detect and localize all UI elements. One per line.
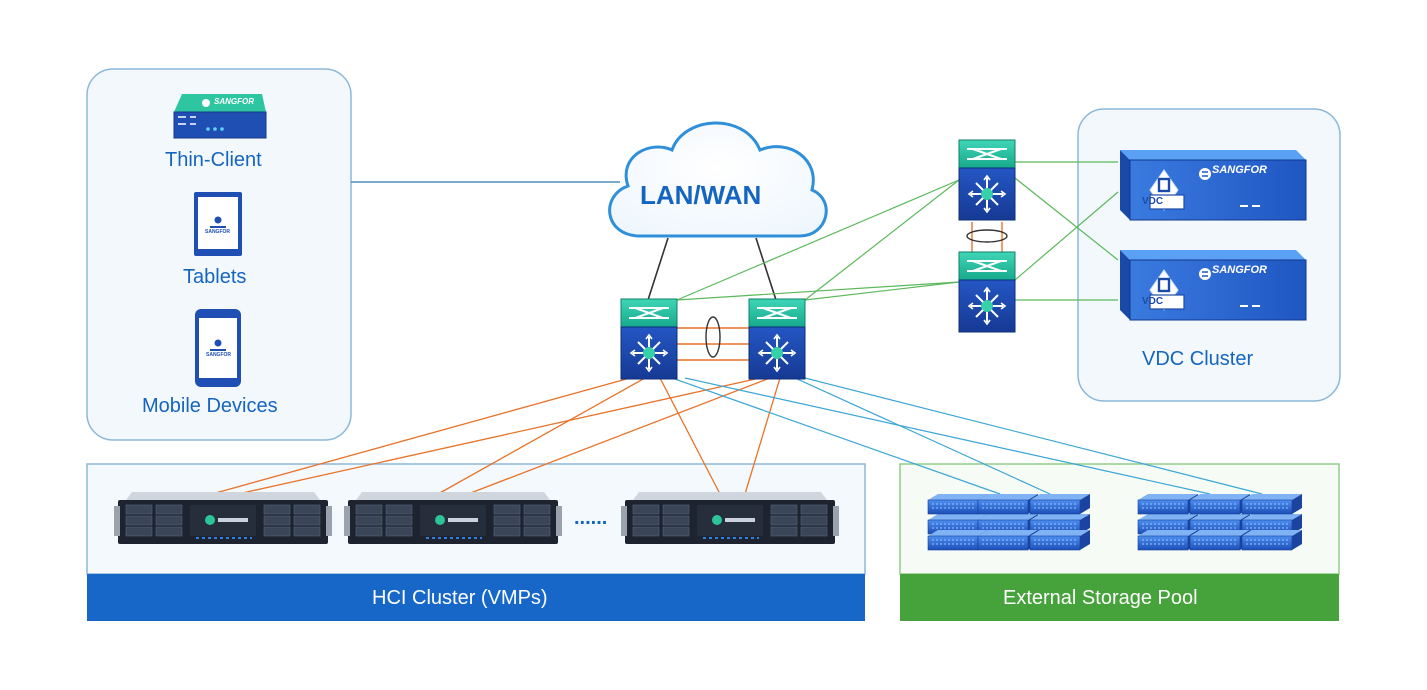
tablets-label: Tablets (183, 266, 247, 288)
orange-links (211, 377, 781, 495)
tablet-icon (194, 192, 242, 256)
hci-cluster-label: HCI Cluster (VMPs) (372, 587, 548, 609)
vdc-bottom-brand: SANGFOR (1212, 264, 1267, 276)
vdc-top-badge: VDC (1142, 196, 1164, 207)
storage-label-bar (900, 574, 1339, 621)
rack-server-1-icon (113, 491, 333, 545)
green-links (676, 161, 1119, 301)
rack-server-3-icon (620, 491, 840, 545)
storage-pool-label: External Storage Pool (1003, 587, 1198, 609)
storage-array-2-icon (1137, 493, 1303, 551)
agg-switch-bottom-icon (958, 251, 1016, 333)
mobile-devices-label: Mobile Devices (142, 395, 278, 417)
core-switch-left-icon (620, 298, 678, 380)
agg-interlink (971, 222, 1003, 252)
core-switch-right-icon (748, 298, 806, 380)
agg-switch-top-icon (958, 139, 1016, 221)
link-cloud-switch-right (755, 237, 777, 301)
agg-lag-ring (966, 229, 1008, 243)
vdc-top-brand: SANGFOR (1212, 164, 1267, 176)
vdc-appliance-bottom-icon (1118, 248, 1308, 322)
core-interlink (677, 327, 749, 361)
cloud-icon (608, 121, 828, 238)
rack-server-2-icon (343, 491, 563, 545)
vdc-cluster-label: VDC Cluster (1142, 348, 1254, 370)
vdc-bottom-badge: VDC (1142, 296, 1164, 307)
tablet-brand: SANGFOR (205, 229, 230, 235)
thin-client-brand: SANGFOR (214, 97, 254, 106)
cloud-label: LAN/WAN (640, 180, 762, 210)
storage-array-1-icon (927, 493, 1091, 551)
vdc-appliance-top-icon (1118, 148, 1308, 222)
core-lag-ring (705, 316, 721, 358)
mobile-icon (195, 309, 241, 387)
link-cloud-switch-left (647, 237, 669, 301)
hci-ellipsis: ...... (574, 507, 608, 529)
hci-label-bar (87, 574, 865, 621)
thin-client-label: Thin-Client (165, 149, 262, 171)
thin-client-icon (173, 94, 267, 139)
teal-links (671, 377, 1263, 495)
mobile-brand: SANGFOR (206, 352, 231, 358)
